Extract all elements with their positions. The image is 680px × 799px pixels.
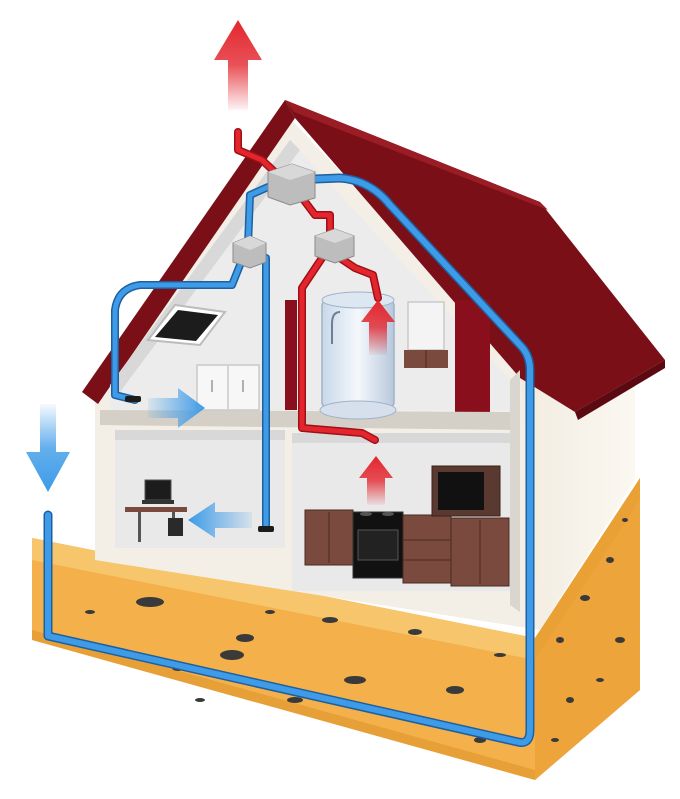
office-desk <box>125 479 187 542</box>
floor-slab <box>100 410 520 430</box>
arrow-up-icon <box>361 300 395 355</box>
fresh-air-duct <box>43 173 535 747</box>
accent-wall-right <box>455 300 490 415</box>
roof-window <box>146 303 227 347</box>
roof <box>82 100 665 420</box>
dresser <box>196 364 260 411</box>
kitchen-furniture <box>304 465 510 587</box>
exhaust-air-duct <box>234 128 382 444</box>
arrow-right-icon <box>148 388 205 428</box>
supply-vent-upper <box>125 396 141 402</box>
supply-splitter-unit <box>232 235 267 269</box>
arrow-up-icon <box>359 456 393 505</box>
office-room <box>115 430 285 548</box>
arrow-left-icon <box>188 502 252 538</box>
exhaust-splitter-unit <box>314 228 355 264</box>
arrow-up-icon <box>214 20 262 110</box>
accent-wall-left <box>285 300 297 410</box>
main-ventilation-unit <box>267 163 316 206</box>
bathroom-cabinet <box>404 301 448 368</box>
supply-vent-office <box>258 526 274 532</box>
arrow-down-icon <box>26 404 70 492</box>
